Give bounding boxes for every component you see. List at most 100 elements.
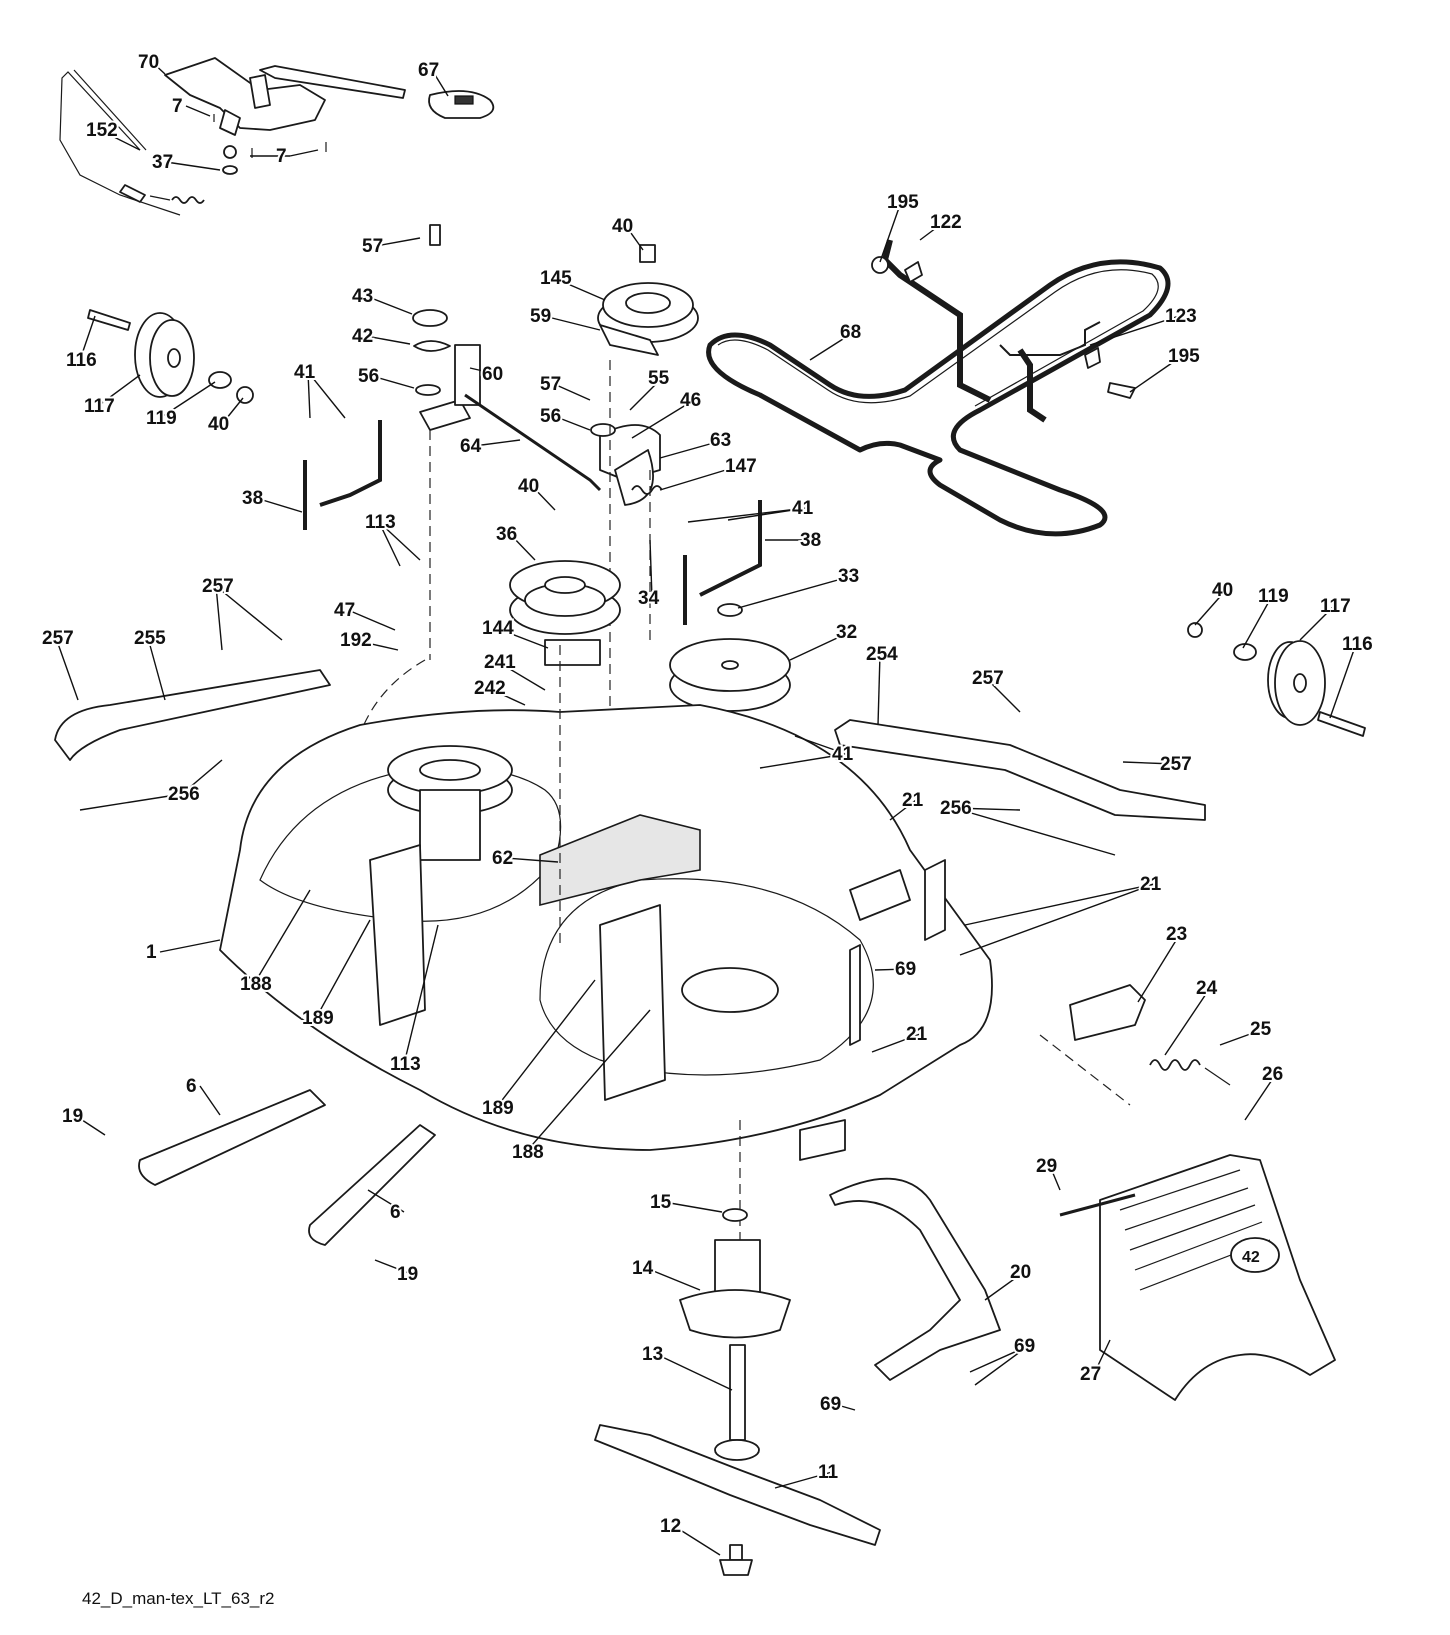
part-number-p55: 55 xyxy=(648,368,670,389)
part-number-p57a: 57 xyxy=(362,236,383,257)
callout-leader xyxy=(969,1345,1029,1373)
callout-leader xyxy=(79,315,96,361)
part-number-p26: 26 xyxy=(1262,1064,1283,1085)
part-number-p41a: 41 xyxy=(294,362,316,383)
callout-leader xyxy=(645,1267,701,1291)
callout-leader xyxy=(964,883,1155,926)
part-number-p27: 27 xyxy=(1080,1364,1101,1385)
part-number-p63: 63 xyxy=(710,430,731,451)
part-number-p14: 14 xyxy=(632,1258,654,1279)
callout-leader xyxy=(315,919,371,1019)
part-number-p38a: 38 xyxy=(242,488,263,509)
callout-leader xyxy=(215,585,283,641)
part-number-p1: 1 xyxy=(146,942,157,963)
part-number-p20: 20 xyxy=(1010,1262,1031,1283)
part-number-p113a: 113 xyxy=(365,512,396,533)
callout-leader xyxy=(99,129,141,151)
part-number-p6a: 6 xyxy=(186,1076,197,1097)
diagram-code: 42_D_man-tex_LT_63_r2 xyxy=(82,1589,274,1608)
part-number-p59: 59 xyxy=(530,306,551,327)
hanger-255 xyxy=(54,669,331,761)
callout-leader xyxy=(97,374,141,407)
callout-leader xyxy=(307,371,346,419)
part-number-p41b: 41 xyxy=(792,498,814,519)
callout-leader xyxy=(79,793,183,811)
part-number-p192: 192 xyxy=(340,630,372,651)
part-number-p195b: 195 xyxy=(1168,346,1200,367)
pulley-36 xyxy=(509,560,621,666)
part-number-p34: 34 xyxy=(638,588,660,609)
callout-leader xyxy=(871,1033,921,1053)
part-number-p68: 68 xyxy=(840,322,861,343)
part-number-p116b: 116 xyxy=(1342,634,1373,655)
part-number-p116a: 116 xyxy=(66,350,97,371)
part-number-p117a: 117 xyxy=(84,396,115,417)
callout-leader xyxy=(1242,595,1273,649)
part-number-p119b: 119 xyxy=(1258,586,1289,607)
front-bracket-lower xyxy=(308,1124,436,1246)
part-number-p62: 62 xyxy=(492,848,513,869)
part-number-p19a: 19 xyxy=(62,1106,83,1127)
callout-leader xyxy=(181,759,223,795)
part-number-p47: 47 xyxy=(334,600,355,621)
part-number-p43: 43 xyxy=(352,286,373,307)
part-number-p257a: 257 xyxy=(202,576,234,597)
part-number-p41c: 41 xyxy=(832,744,854,765)
callout-leader xyxy=(631,399,695,439)
part-number-p119a: 119 xyxy=(146,408,177,429)
wheel-right xyxy=(1187,622,1366,737)
part-number-p64: 64 xyxy=(460,436,482,457)
part-number-p21b: 21 xyxy=(1140,874,1162,895)
part-number-p123: 123 xyxy=(1165,306,1197,327)
callout-leader xyxy=(663,1201,723,1213)
part-number-p257d: 257 xyxy=(1160,754,1192,775)
callout-leader xyxy=(759,753,847,769)
callout-leader xyxy=(253,889,311,985)
callout-leader xyxy=(185,105,211,117)
part-number-p254: 254 xyxy=(866,644,898,665)
part-number-p113b: 113 xyxy=(390,1054,421,1075)
part-number-p56b: 56 xyxy=(540,406,561,427)
discharge-chute xyxy=(1099,1154,1336,1401)
lift-bracket-right xyxy=(683,500,762,625)
part-number-p188b: 188 xyxy=(512,1142,544,1163)
part-number-p145: 145 xyxy=(540,268,572,289)
callout-leader xyxy=(1137,933,1181,1003)
part-number-p195a: 195 xyxy=(887,192,919,213)
part-number-p32: 32 xyxy=(836,622,857,643)
mower-blade xyxy=(594,1424,881,1546)
callout-leader xyxy=(625,225,644,251)
callout-leader xyxy=(874,968,910,971)
callout-leader xyxy=(629,377,663,411)
callout-leader xyxy=(509,533,536,561)
part-number-p242: 242 xyxy=(474,678,506,699)
wheel-left xyxy=(87,309,254,404)
belt-guide-rod xyxy=(871,239,1136,423)
spindle-assembly xyxy=(679,1208,791,1461)
callout-leader xyxy=(147,637,166,701)
callout-leader xyxy=(543,315,601,331)
part-number-p67: 67 xyxy=(418,60,439,81)
part-number-p57b: 57 xyxy=(540,374,561,395)
part-number-p241: 241 xyxy=(484,652,516,673)
callout-leader xyxy=(215,585,223,651)
callout-leader xyxy=(737,575,853,609)
callout-leader xyxy=(473,439,521,447)
part-number-p23: 23 xyxy=(1166,924,1187,945)
part-number-p21c: 21 xyxy=(906,1024,928,1045)
callout-leader xyxy=(889,799,917,821)
callout-leader xyxy=(1194,589,1227,626)
callout-leader xyxy=(984,1271,1025,1301)
part-number-p40b: 40 xyxy=(208,414,229,435)
callout-leader xyxy=(371,375,415,389)
callout-leader xyxy=(367,1189,405,1213)
part-number-p188a: 188 xyxy=(240,974,272,995)
callout-leader xyxy=(974,1345,1029,1386)
callout-leader xyxy=(378,521,421,561)
callout-leader xyxy=(794,735,847,755)
callout-leader xyxy=(347,609,396,631)
callout-leader xyxy=(495,979,596,1109)
part-number-p69c: 69 xyxy=(820,1394,841,1415)
callout-leader xyxy=(75,1115,106,1136)
